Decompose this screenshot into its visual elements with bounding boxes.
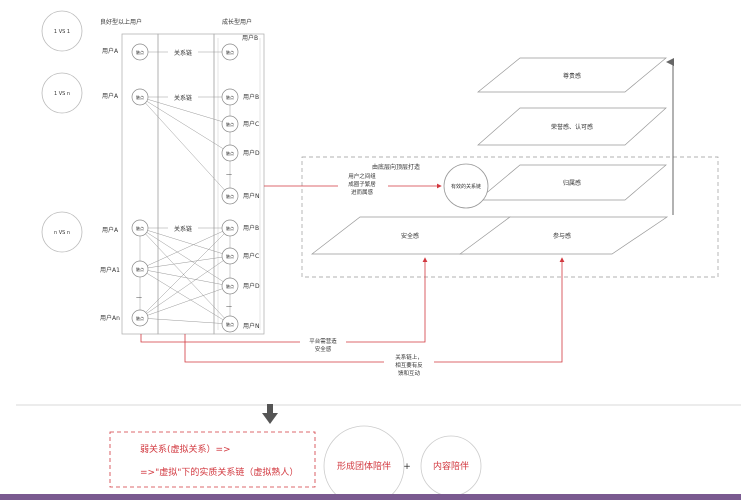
left-nodes bbox=[131, 43, 149, 327]
relation-chain-box-3 bbox=[168, 223, 198, 233]
plus-sign: + bbox=[403, 462, 411, 472]
right-ellipsis-2: — bbox=[226, 303, 232, 310]
node-label: 触点 bbox=[226, 193, 234, 199]
vs-circle-1v1: 1 VS 1 bbox=[41, 10, 83, 52]
node-label: 触点 bbox=[226, 94, 234, 100]
effective-chain-circle bbox=[443, 163, 489, 209]
relation-chain-box-2 bbox=[168, 92, 198, 102]
user-b-label-1: 用户B bbox=[242, 34, 258, 42]
relation-chain-box-1 bbox=[168, 47, 198, 57]
bottom-strip bbox=[0, 494, 741, 500]
participation-label: 参与感 bbox=[553, 232, 571, 240]
vs-1vn-label: 1 VS n bbox=[54, 91, 70, 97]
node-label: 触点 bbox=[136, 315, 144, 321]
layer-belonging bbox=[477, 164, 667, 201]
honor-label: 荣誉感、认可感 bbox=[551, 123, 593, 131]
node-label: 触点 bbox=[136, 49, 144, 55]
right-ellipsis-1: — bbox=[226, 171, 232, 178]
chain-note-line-2: 相互要有反 bbox=[395, 361, 423, 369]
user-a1-label: 用户A1 bbox=[100, 266, 120, 274]
bottom-up-title: 由底层向顶层打造 bbox=[372, 163, 420, 171]
links-1vn bbox=[139, 96, 231, 197]
user-a-label-1: 用户A bbox=[102, 47, 119, 55]
down-arrow-head bbox=[262, 413, 278, 424]
relation-chain-label-3: 关系链 bbox=[174, 225, 192, 233]
left-ellipsis: — bbox=[136, 294, 142, 301]
vs-nvn-label: n VS n bbox=[54, 230, 70, 236]
node-label: 触点 bbox=[226, 49, 234, 55]
relation-chain-label-1: 关系链 bbox=[174, 49, 192, 57]
layer-participation bbox=[458, 216, 669, 255]
right-nodes bbox=[221, 43, 239, 333]
user-a-label-3: 用户A bbox=[102, 226, 119, 234]
user-n-label-1: 用户N bbox=[243, 192, 260, 200]
respect-label: 尊贵感 bbox=[563, 72, 581, 80]
node-label: 触点 bbox=[226, 321, 234, 327]
layer-honor bbox=[477, 107, 667, 146]
node-label: 触点 bbox=[226, 150, 234, 156]
process-line-2: 成圈子繁居 bbox=[348, 180, 376, 188]
user-b-label-2: 用户B bbox=[243, 93, 259, 101]
node-label: 触点 bbox=[226, 253, 234, 259]
chain-note-line-1: 关系链上， bbox=[395, 353, 423, 361]
down-arrow-shaft bbox=[267, 404, 273, 414]
effective-chain-label: 有效的关系链 bbox=[451, 183, 481, 190]
good-users-header: 良好型以上用户 bbox=[100, 18, 142, 26]
vs-circle-1vn: 1 VS n bbox=[41, 72, 83, 114]
layer-respect bbox=[477, 57, 667, 93]
user-c-label-2: 用户C bbox=[243, 252, 259, 260]
user-n-label-2: 用户N bbox=[243, 322, 260, 330]
node-label: 触点 bbox=[136, 266, 144, 272]
content-companion-label: 内容陪伴 bbox=[433, 460, 469, 472]
chain-note-line-3: 馈和互动 bbox=[398, 369, 421, 377]
user-d-label-1: 用户D bbox=[243, 149, 260, 157]
group-companion-label: 形成团体陪伴 bbox=[337, 460, 391, 472]
node-label: 触点 bbox=[226, 283, 234, 289]
node-label: 触点 bbox=[226, 225, 234, 231]
user-a-label-2: 用户A bbox=[102, 92, 119, 100]
user-c-label-1: 用户C bbox=[243, 120, 259, 128]
red-arrow-to-participation bbox=[184, 257, 565, 363]
weak-relation-box bbox=[109, 431, 316, 488]
node-label: 触点 bbox=[136, 94, 144, 100]
user-b-label-3: 用户B bbox=[243, 224, 259, 232]
growth-users-header: 成长型用户 bbox=[222, 18, 252, 26]
security-label: 安全感 bbox=[401, 232, 419, 240]
node-label: 触点 bbox=[136, 225, 144, 231]
belonging-label: 归属感 bbox=[563, 179, 581, 187]
user-an-label: 用户An bbox=[100, 314, 120, 322]
right-node-column bbox=[213, 33, 265, 335]
layers-container bbox=[301, 156, 719, 278]
process-line-3: 进而属感 bbox=[351, 188, 374, 196]
relation-chain-label-2: 关系链 bbox=[174, 94, 192, 102]
relation-column bbox=[157, 33, 215, 335]
process-line-1: 用户之间组 bbox=[348, 172, 376, 180]
red-arrow-to-security bbox=[140, 257, 428, 343]
platform-note-line-1: 平台需营造 bbox=[309, 337, 337, 345]
weak-relation-text: 弱关系(虚拟关系）=> bbox=[140, 443, 231, 455]
node-label: 触点 bbox=[226, 121, 234, 127]
real-chain-text: =>"虚拟"下的实质关系链（虚拟熟人） bbox=[140, 466, 298, 478]
vs-circle-nvn: n VS n bbox=[41, 211, 83, 253]
platform-note-line-2: 安全感 bbox=[315, 345, 332, 353]
vs-1v1-label: 1 VS 1 bbox=[54, 29, 70, 35]
user-d-label-2: 用户D bbox=[243, 282, 260, 290]
links-nvn bbox=[139, 227, 231, 325]
group-companion-circle bbox=[323, 425, 405, 500]
